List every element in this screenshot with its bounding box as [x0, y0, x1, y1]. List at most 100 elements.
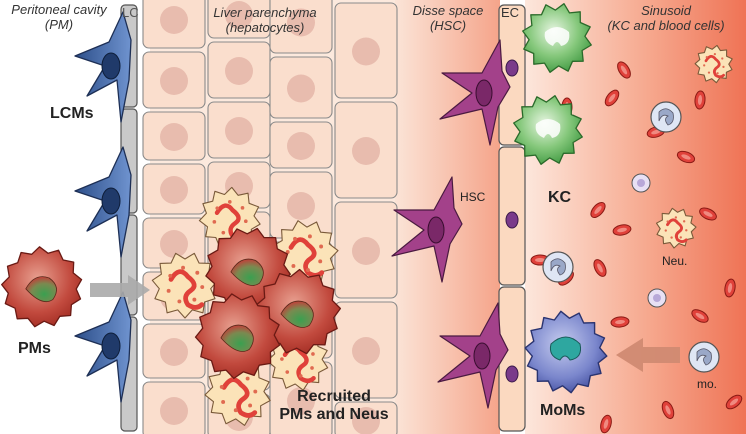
neutrophil	[655, 207, 697, 249]
red-blood-cell	[725, 394, 743, 410]
neutrophil-granule	[233, 408, 238, 413]
pm-nucleus	[25, 276, 57, 303]
neutrophil	[204, 359, 271, 426]
endothelial-nuclei	[505, 59, 519, 383]
neutrophil-granule	[307, 234, 312, 239]
neutrophil-nucleus	[168, 269, 205, 310]
peritoneal-macrophage-cell	[1, 246, 83, 328]
hsc-cell	[391, 176, 463, 283]
neutrophil-granule	[280, 357, 284, 361]
platelet-like-cells	[631, 173, 667, 308]
lcm-cell	[74, 291, 132, 403]
red-blood-cell	[604, 89, 620, 107]
red-blood-cell	[691, 309, 709, 323]
neutrophil-granule	[670, 236, 673, 239]
neutrophil-body	[694, 44, 733, 84]
rbc-center	[681, 154, 691, 160]
hepatocyte-nucleus	[160, 230, 188, 258]
lcm-body	[74, 291, 132, 403]
monocyte-body	[650, 101, 682, 133]
monocyte	[542, 251, 574, 283]
liver-parenchyma-label: Liver parenchyma (hepatocytes)	[190, 5, 340, 35]
migration-arrow-mo	[616, 338, 680, 372]
moms-cell	[524, 310, 608, 394]
neutrophil-granule	[253, 389, 258, 394]
neutrophil-granule	[248, 403, 253, 408]
red-blood-cell	[612, 224, 632, 236]
rbc-center	[535, 257, 545, 263]
neu-label: Neu.	[662, 254, 688, 268]
neutrophil-granule	[285, 370, 290, 374]
hepatocyte-nucleus	[160, 6, 188, 34]
neutrophil-granule	[319, 244, 324, 249]
peritoneal-macrophage-cell	[255, 268, 342, 355]
moms-nucleus	[549, 336, 581, 361]
kc-label: KC	[548, 189, 572, 206]
neutrophil-granule	[685, 229, 688, 232]
hepatocyte-nucleus	[160, 397, 188, 425]
kupffer-cells	[513, 3, 592, 165]
neutrophil-granule	[311, 352, 315, 356]
neutrophil-granule	[674, 216, 678, 219]
monocyte-nucleus	[696, 348, 712, 366]
neutrophil	[272, 220, 339, 287]
neutrophil-granule	[221, 399, 226, 404]
hsc-cell-label: HSC	[460, 190, 486, 204]
neutrophil-granule	[221, 230, 226, 235]
ec-label: EC	[501, 5, 520, 20]
hsc-cells	[391, 39, 511, 409]
monocyte-nucleus	[550, 258, 566, 276]
lcm-nucleus	[101, 332, 121, 360]
hepatocyte-nucleus	[352, 407, 380, 434]
recruited-label-line2: PMs and Neus	[279, 406, 389, 423]
monocyte	[650, 101, 682, 133]
red-blood-cell	[694, 90, 706, 110]
lcms-label: LCMs	[50, 105, 94, 122]
hepatocyte-nucleus	[225, 57, 253, 85]
hsc-nucleus	[427, 216, 445, 244]
hepatocyte-nucleus	[225, 1, 253, 29]
neutrophil-granule	[181, 265, 186, 270]
neutrophil-granule	[310, 366, 314, 370]
neutrophil-granule	[291, 263, 296, 268]
rbc-center	[665, 405, 671, 415]
red-blood-cell	[610, 316, 630, 328]
neutrophil-body	[655, 207, 697, 249]
neutrophil-granule	[682, 220, 686, 223]
sinusoid-label-line1: Sinusoid	[641, 3, 691, 18]
neutrophil-granule	[666, 220, 669, 223]
lcm-nucleus	[101, 52, 121, 80]
red-blood-cell	[699, 207, 717, 221]
rbc-center	[603, 419, 609, 429]
peritoneal-macrophage	[1, 246, 83, 328]
neutrophil-nucleus	[288, 237, 325, 278]
rbc-center	[729, 398, 739, 406]
neutrophil-granule	[713, 52, 716, 56]
hepatocyte-nucleus	[225, 117, 253, 145]
red-blood-cell	[617, 61, 631, 79]
hepatocyte-nucleus	[160, 176, 188, 204]
recruited-label: Recruited PMs and Neus	[268, 388, 400, 424]
rbc-center	[608, 93, 616, 103]
hepatocyte-nucleus	[287, 8, 315, 37]
rbc-center	[695, 312, 705, 320]
rbc-center	[697, 95, 703, 105]
rbc-center	[727, 283, 733, 293]
monocyte	[688, 341, 720, 373]
moms-macrophage	[524, 310, 608, 394]
neutrophil-granule	[177, 299, 182, 304]
hepatocyte-nucleus	[352, 237, 380, 265]
hepatocyte-nucleus	[287, 74, 315, 103]
neutrophil-granule	[219, 384, 224, 389]
rbc-center	[594, 206, 602, 214]
neutrophil-nucleus	[704, 55, 725, 79]
lcm-nucleus	[101, 187, 121, 215]
neutrophil-granule	[722, 65, 725, 69]
neutrophil-nucleus	[221, 377, 258, 418]
neutrophil-granule	[200, 285, 205, 289]
red-blood-cell	[676, 150, 696, 164]
neutrophil	[151, 252, 219, 319]
recruited-label-line1: Recruited	[297, 388, 371, 405]
pms-label: PMs	[18, 340, 51, 357]
